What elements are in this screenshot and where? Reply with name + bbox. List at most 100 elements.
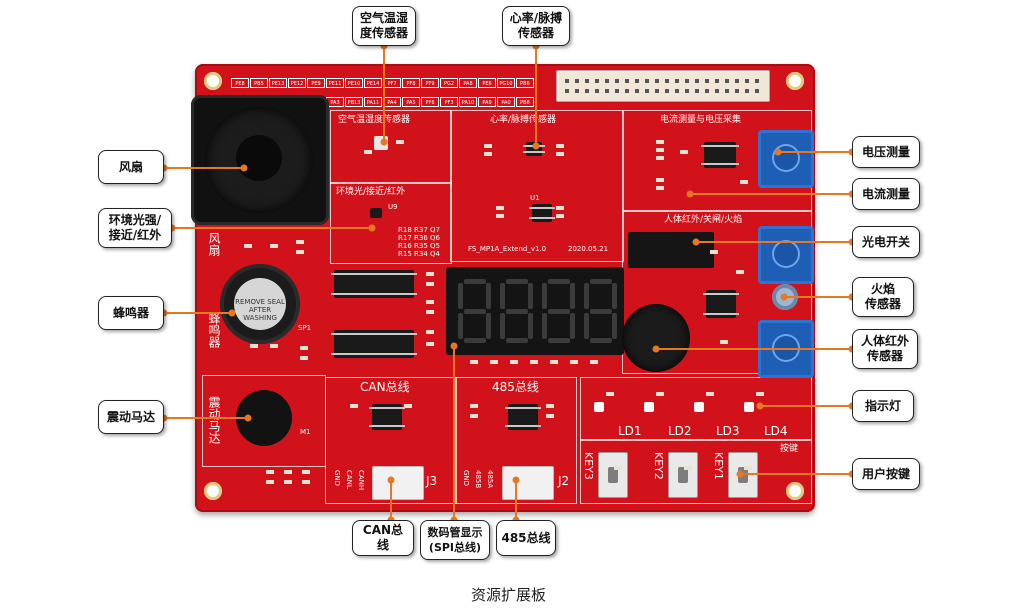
pin-label: PA10 xyxy=(459,97,477,107)
buzzer-print: REMOVE SEAL AFTER WASHING xyxy=(235,298,285,322)
pin-label: PG10 xyxy=(497,78,515,88)
silk-keys: 按键 xyxy=(780,444,799,454)
silk-current-voltage: 电流测量与电压采集 xyxy=(660,115,742,125)
display-segment xyxy=(464,279,486,284)
ambient-light-chip xyxy=(370,208,382,218)
pin-label: PF9 xyxy=(421,78,439,88)
silk-j3: J3 xyxy=(426,474,438,488)
callout-buzzer: 蜂鸣器 xyxy=(98,296,164,330)
led-indicator xyxy=(694,402,704,412)
pir-potentiometer[interactable] xyxy=(758,320,814,378)
key1-button[interactable] xyxy=(728,452,758,498)
pin-label: PA8 xyxy=(459,78,477,88)
section-outline xyxy=(202,375,326,467)
header-pin xyxy=(625,89,629,93)
smd-part xyxy=(744,466,752,470)
potentiometer-knob[interactable] xyxy=(772,240,800,268)
header-pin xyxy=(575,79,579,83)
pin-label: PB8 xyxy=(516,97,534,107)
led-indicator xyxy=(644,402,654,412)
display-segment xyxy=(570,283,575,309)
display-segment xyxy=(542,283,547,309)
seven-segment-display xyxy=(446,267,624,355)
display-segment xyxy=(486,283,491,309)
smd-part xyxy=(426,342,434,346)
silk-fan: 风扇 xyxy=(207,232,221,256)
pin-label: PF7 xyxy=(383,78,401,88)
callout-rs485: 485总线 xyxy=(496,520,556,556)
display-segment xyxy=(548,338,570,343)
pin-label: PE8 xyxy=(231,78,249,88)
potentiometer-knob[interactable] xyxy=(772,144,800,172)
section-outline xyxy=(330,182,452,264)
smd-part xyxy=(556,152,564,156)
silk-key2: KEY2 xyxy=(652,452,665,480)
callout-heart-rate: 心率/脉搏传感器 xyxy=(502,6,570,46)
callout-fan: 风扇 xyxy=(98,150,164,184)
silk-u9: U9 xyxy=(388,203,398,211)
figure-caption: 资源扩展板 xyxy=(470,586,546,604)
header-pin xyxy=(735,79,739,83)
smd-part xyxy=(244,244,252,248)
callout-pir: 人体红外传感器 xyxy=(852,329,918,369)
threshold-potentiometer[interactable] xyxy=(758,226,814,284)
potentiometer-knob[interactable] xyxy=(772,334,800,362)
smd-part xyxy=(550,360,558,364)
can-connector-j3 xyxy=(372,466,424,500)
display-digit xyxy=(458,279,492,343)
header-pin xyxy=(705,79,709,83)
heart-rate-chip xyxy=(523,142,545,156)
callout-temp-humidity: 空气温湿度传感器 xyxy=(352,6,416,46)
display-segment xyxy=(590,309,612,314)
silk-buzzer: 蜂鸣器 xyxy=(207,312,221,348)
voltage-potentiometer[interactable] xyxy=(758,130,814,188)
silk-key3: KEY3 xyxy=(582,452,595,480)
current-sense-chip xyxy=(701,142,739,168)
display-digit xyxy=(584,279,618,343)
callout-indicator: 指示灯 xyxy=(852,390,914,422)
smd-part xyxy=(266,470,274,474)
header-pin xyxy=(695,89,699,93)
header-pin xyxy=(615,79,619,83)
pir-sensor-component xyxy=(622,304,690,372)
smd-part xyxy=(656,156,664,160)
key2-button[interactable] xyxy=(668,452,698,498)
silk-resistor-label: R16 R35 Q5 xyxy=(398,242,440,250)
callout-voltage: 电压测量 xyxy=(852,136,920,168)
mounting-hole xyxy=(786,482,804,500)
key3-button[interactable] xyxy=(598,452,628,498)
header-pin xyxy=(585,89,589,93)
smd-part xyxy=(426,330,434,334)
header-pin xyxy=(755,89,759,93)
silk-pir-flame: 人体红外/关闸/火焰 xyxy=(664,215,743,225)
display-segment xyxy=(590,338,612,343)
smd-part xyxy=(510,360,518,364)
pin-label: PE13 xyxy=(269,78,287,88)
pin-label: PA4 xyxy=(383,97,401,107)
smd-part xyxy=(656,148,664,152)
smd-part xyxy=(656,186,664,190)
pin-label: PE12 xyxy=(288,78,306,88)
smd-part xyxy=(556,144,564,148)
callout-current: 电流测量 xyxy=(852,178,920,210)
smd-part xyxy=(684,466,692,470)
header-pin xyxy=(705,89,709,93)
pin-label: PA11 xyxy=(364,97,382,107)
smd-part xyxy=(656,140,664,144)
callout-can-bus: CAN总线 xyxy=(352,520,414,556)
display-segment xyxy=(570,313,575,339)
silk-485-pin-a: 485A xyxy=(486,470,494,489)
callout-vibration-motor: 震动马达 xyxy=(98,400,164,434)
header-pin xyxy=(605,79,609,83)
smd-part xyxy=(720,340,728,344)
silk-vibration-motor: 震动马达 xyxy=(207,396,221,444)
display-segment xyxy=(542,313,547,339)
silk-board-name: FS_MP1A_Extend_v1.0 xyxy=(468,245,547,253)
silk-j2: J2 xyxy=(558,474,570,488)
silk-can-pin-canh: CANH xyxy=(357,470,365,491)
smd-part xyxy=(396,140,404,144)
smd-part xyxy=(706,392,714,396)
header-pin xyxy=(745,79,749,83)
smd-part xyxy=(426,272,434,276)
